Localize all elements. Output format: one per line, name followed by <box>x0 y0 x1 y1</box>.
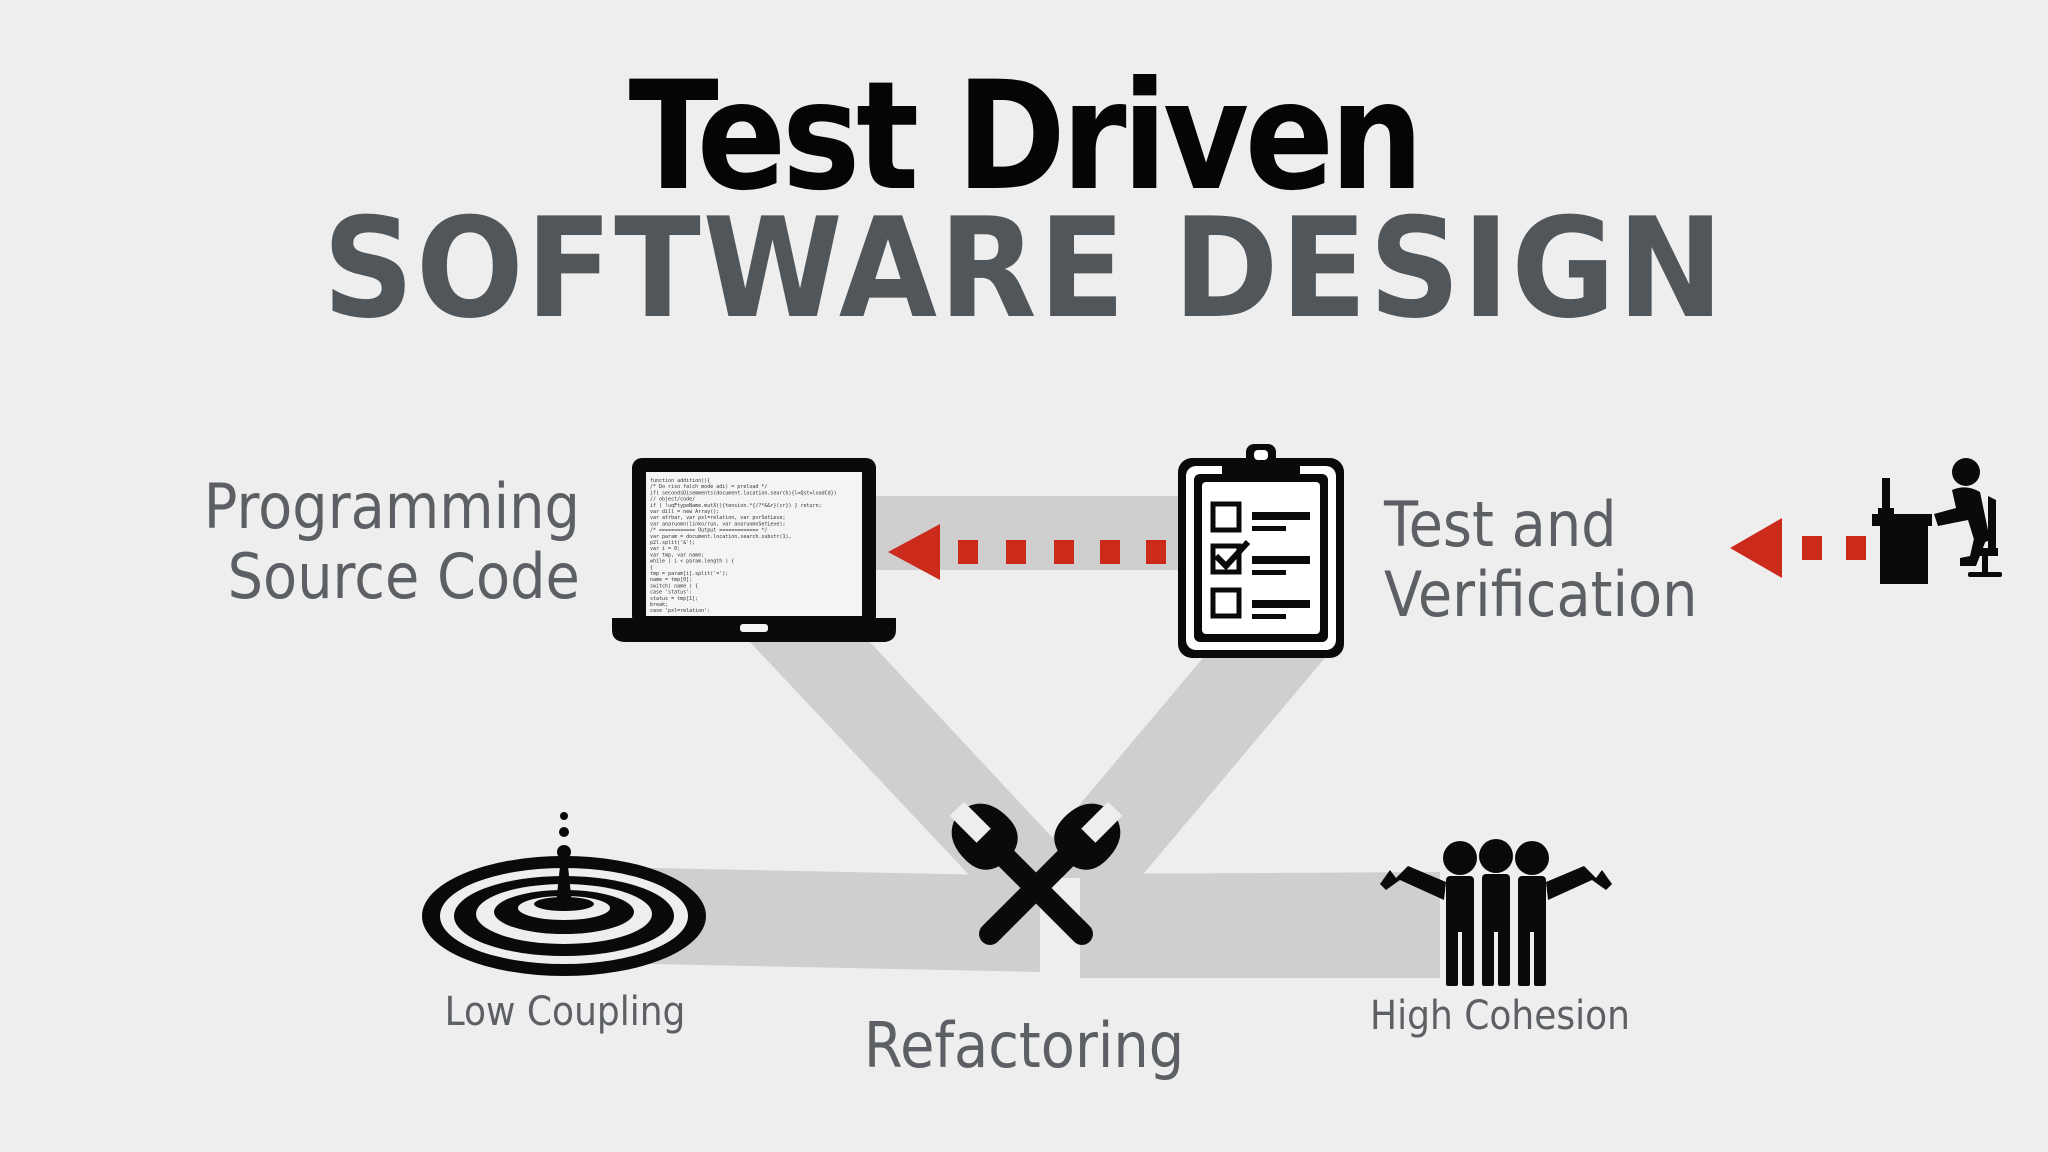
arrow-test-to-programming <box>888 524 1166 580</box>
diagram-title-line-2: SOFTWARE DESIGN <box>322 188 1726 349</box>
laptop-code-line: { <box>650 565 653 571</box>
diagram-title-line-1: Test Driven <box>628 50 1424 224</box>
node-label-test: Test and Verification <box>1384 490 1698 630</box>
laptop-icon: function addition(){ /* Do riso falch mo… <box>612 458 896 642</box>
laptop-code-lines: function addition(){ /* Do riso falch mo… <box>650 478 837 614</box>
laptop-code-line: var param = document.location.search.sub… <box>650 534 791 540</box>
laptop-code-line: /* ============ Output ============= */ <box>650 528 767 534</box>
node-label-low-coupling: Low Coupling <box>444 989 686 1035</box>
laptop-code-line: switch( name ) { <box>650 583 698 589</box>
person-at-desk-icon <box>1872 458 2002 584</box>
test-label-line-1: Test and <box>1384 488 1617 561</box>
test-label-line-2: Verification <box>1384 558 1698 631</box>
group-of-people-icon <box>1380 839 1612 986</box>
band-programming-to-refactoring <box>748 640 1090 878</box>
laptop-code-line: if( secondsDisemments(document.location.… <box>650 490 837 496</box>
programming-label-line-2: Source Code <box>227 540 580 613</box>
laptop-code-line: function addition(){ <box>650 478 710 484</box>
laptop-code-line: if ( !uqFtypeName.mutX(){tension.*{/?*&&… <box>650 503 822 509</box>
laptop-code-line: var tmp, var name; <box>650 552 704 558</box>
laptop-code-line: status = tmp[1]; <box>650 596 698 602</box>
arrow-user-to-test <box>1730 518 1866 578</box>
laptop-code-line: /* Do riso falch mode adi) = preload */ <box>650 484 767 490</box>
crossed-wrenches-icon <box>949 801 1123 945</box>
laptop-code-line: var atrbar, var pxl=relation, var pvrSet… <box>650 515 785 521</box>
laptop-code-line: case 'status': <box>650 590 692 596</box>
laptop-code-line: var dill = new Array(); <box>650 509 719 515</box>
band-refactoring-to-highcohesion <box>1080 872 1440 978</box>
laptop-code-line: while ( i < param.length ) { <box>650 559 734 565</box>
node-label-high-cohesion: High Cohesion <box>1370 993 1630 1039</box>
programming-label-line-1: Programming <box>203 470 580 543</box>
laptop-code-line: break; <box>650 602 668 608</box>
node-label-refactoring: Refactoring <box>863 1009 1185 1082</box>
laptop-code-line: p2l.split('&'); <box>650 540 695 546</box>
laptop-code-line: case 'pxl=relation': <box>650 608 710 614</box>
laptop-code-line: tmp = param[i].split('='); <box>650 571 728 577</box>
clipboard-checklist-icon <box>1178 444 1344 658</box>
laptop-code-line: // object/code/ <box>650 497 695 503</box>
laptop-code-line: name = tmp[0]; <box>650 577 692 583</box>
node-label-programming: Programming Source Code <box>204 472 580 612</box>
laptop-code-line: var anaruomn(linko/run, var anaruomnSetL… <box>650 521 785 527</box>
laptop-code-line: var i = 0; <box>650 546 680 552</box>
water-drop-ripple-icon <box>422 812 706 976</box>
